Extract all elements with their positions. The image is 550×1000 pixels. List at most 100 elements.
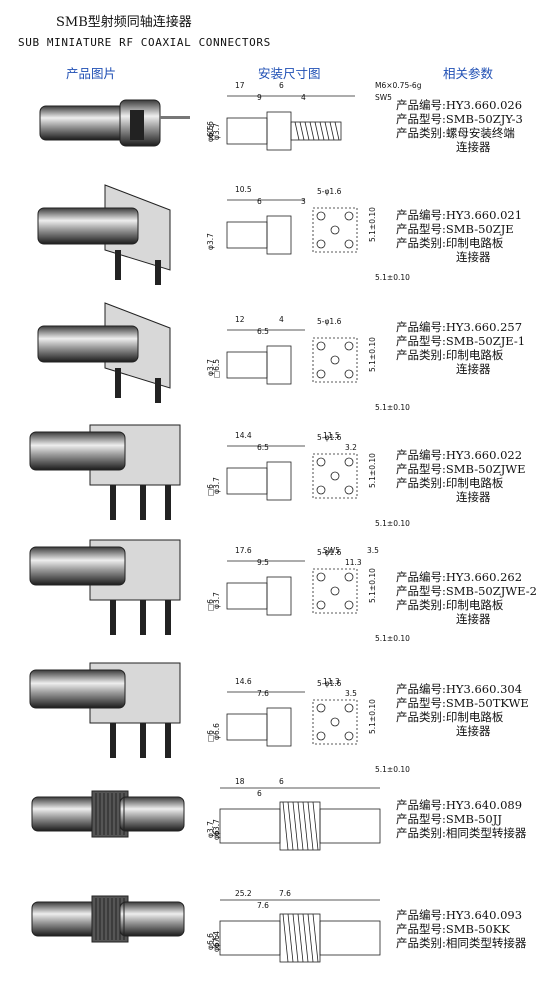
- product-category: 产品类别:印制电路板: [396, 598, 504, 612]
- dimension-label: M6×0.75-6g: [375, 81, 422, 90]
- product-category: 产品类别:印制电路板: [396, 476, 504, 490]
- dimension-label: 5-φ1.6: [317, 433, 342, 442]
- dimension-label: 5.1±0.10: [375, 403, 410, 412]
- dimension-label: 5.1±0.10: [368, 453, 377, 488]
- product-model: 产品型号:SMB-50ZJWE: [396, 462, 526, 476]
- dimension-label: 5.1±0.10: [375, 519, 410, 528]
- product-model: 产品型号:SMB-50ZJWE-2: [396, 584, 537, 598]
- dimension-label: 17.6: [235, 546, 252, 555]
- product-model: 产品型号:SMB-50KK: [396, 922, 510, 936]
- dimension-label: 5-φ1.6: [317, 679, 342, 688]
- dimension-label: 12: [235, 315, 245, 324]
- dimension-label: φ7.4: [212, 931, 221, 948]
- dimension-label: φ6.6: [212, 935, 221, 952]
- dimension-label: 18: [235, 777, 245, 786]
- dimension-label: 11.3: [323, 677, 340, 686]
- product-code: 产品编号:HY3.660.257: [396, 320, 523, 334]
- dimension-label: SW5: [323, 546, 340, 555]
- dimension-label: φ0.6: [206, 121, 215, 138]
- product-photo: [20, 880, 190, 985]
- dimension-label: 5.1±0.10: [368, 207, 377, 242]
- product-photo: [20, 420, 190, 525]
- product-photo: [20, 535, 190, 640]
- product-category: 产品类别:印制电路板: [396, 236, 504, 250]
- dimension-label: 3.5: [367, 546, 379, 555]
- dimension-label: 6: [257, 789, 262, 798]
- product-category-cont: 连接器: [456, 362, 491, 376]
- page-title-en: SUB MINIATURE RF COAXIAL CONNECTORS: [18, 36, 271, 49]
- dimension-label: 3: [301, 197, 306, 206]
- product-category-cont: 连接器: [456, 612, 491, 626]
- product-model: 产品型号:SMB-50TKWE: [396, 696, 529, 710]
- column-header-photo: 产品图片: [66, 66, 117, 81]
- product-category: 产品类别:相同类型转接器: [396, 826, 527, 840]
- dimension-label: 14.6: [235, 677, 252, 686]
- dimension-label: 6: [257, 197, 262, 206]
- product-category: 产品类别:印制电路板: [396, 348, 504, 362]
- product-model: 产品型号:SMB-50JJ: [396, 812, 502, 826]
- dimension-label: 14.4: [235, 431, 252, 440]
- dimension-label: 6.5: [257, 443, 269, 452]
- product-category-cont: 连接器: [456, 490, 491, 504]
- dimension-label: φ6.6: [206, 933, 215, 950]
- product-category-cont: 连接器: [456, 250, 491, 264]
- dimension-label: 5.1±0.10: [368, 699, 377, 734]
- product-code: 产品编号:HY3.660.026: [396, 98, 523, 112]
- dimension-label: □6: [206, 484, 215, 496]
- dimension-label: φ6.6: [212, 723, 221, 740]
- dimension-label: φ3.7: [212, 819, 221, 836]
- dimension-label: 5.1±0.10: [375, 273, 410, 282]
- dimension-label: 17: [235, 81, 245, 90]
- dimension-label: SW5: [375, 93, 392, 102]
- product-photo: [20, 180, 190, 285]
- column-header-drawing: 安装尺寸图: [258, 66, 321, 81]
- dimension-label: 3.5: [345, 689, 357, 698]
- dimension-label: □6: [206, 599, 215, 611]
- dimension-label: 11.5: [323, 431, 340, 440]
- product-code: 产品编号:HY3.640.093: [396, 908, 523, 922]
- dimension-label: φ3.7: [206, 233, 215, 250]
- dimension-label: 5.1±0.10: [375, 765, 410, 774]
- product-code: 产品编号:HY3.660.021: [396, 208, 523, 222]
- product-photo: [20, 658, 190, 763]
- dimension-label: 5.1±0.10: [368, 568, 377, 603]
- dimension-label: φ3.7: [206, 359, 215, 376]
- product-code: 产品编号:HY3.660.304: [396, 682, 523, 696]
- dimension-label: 6.5: [257, 327, 269, 336]
- product-category-cont: 连接器: [456, 140, 491, 154]
- dimension-label: □6.5: [212, 359, 221, 378]
- product-model: 产品型号:SMB-50ZJE-1: [396, 334, 526, 348]
- dimension-label: 7.6: [257, 689, 269, 698]
- product-photo: [20, 298, 190, 403]
- dimension-label: 4: [301, 93, 306, 102]
- dimension-label: φ3.7: [206, 821, 215, 838]
- product-model: 产品型号:SMB-50ZJE: [396, 222, 514, 236]
- product-category: 产品类别:螺母安装终端: [396, 126, 515, 140]
- product-photo: [20, 775, 190, 880]
- dimension-label: 5-φ1.6: [317, 548, 342, 557]
- product-category: 产品类别:印制电路板: [396, 710, 504, 724]
- dimension-label: 6: [279, 81, 284, 90]
- product-code: 产品编号:HY3.660.022: [396, 448, 523, 462]
- dimension-label: 9.5: [257, 558, 269, 567]
- product-photo: [20, 88, 190, 193]
- dimension-label: 5.1±0.10: [375, 634, 410, 643]
- dimension-label: φ3.7: [212, 592, 221, 609]
- dimension-label: 4: [279, 315, 284, 324]
- dimension-label: 10.5: [235, 185, 252, 194]
- dimension-label: 7.6: [257, 901, 269, 910]
